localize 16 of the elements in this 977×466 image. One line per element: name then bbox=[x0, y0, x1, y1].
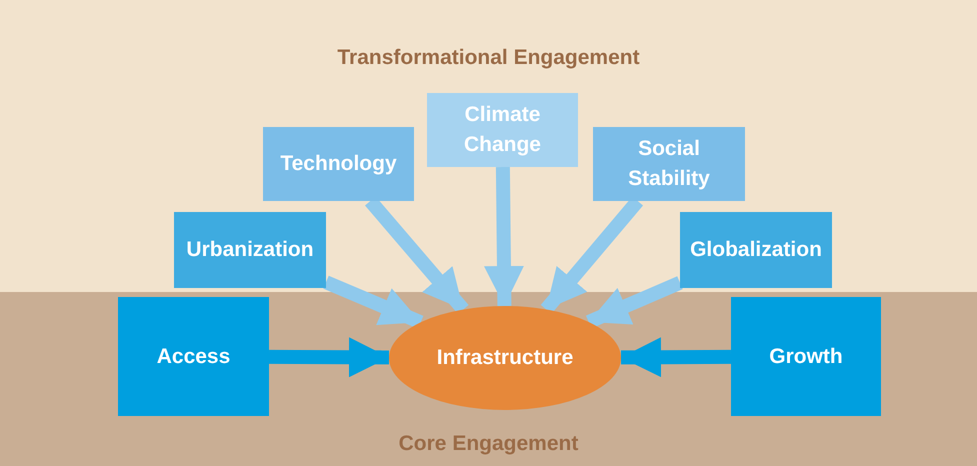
background-band bbox=[0, 292, 977, 466]
category-box: Climate Change bbox=[427, 93, 578, 167]
arrow bbox=[620, 337, 732, 378]
category-box: Social Stability bbox=[593, 127, 745, 201]
ellipse-node: Infrastructure bbox=[389, 306, 621, 410]
category-box: Urbanization bbox=[174, 212, 326, 288]
band-title: Core Engagement bbox=[398, 432, 578, 456]
category-box: Technology bbox=[263, 127, 414, 201]
category-box: Growth bbox=[731, 297, 881, 416]
category-box: Access bbox=[118, 297, 269, 416]
arrow bbox=[484, 166, 524, 306]
arrow bbox=[268, 337, 390, 378]
category-box: Globalization bbox=[680, 212, 832, 288]
arrow bbox=[323, 276, 424, 329]
arrow bbox=[586, 276, 683, 328]
band-title: Transformational Engagement bbox=[337, 46, 640, 70]
